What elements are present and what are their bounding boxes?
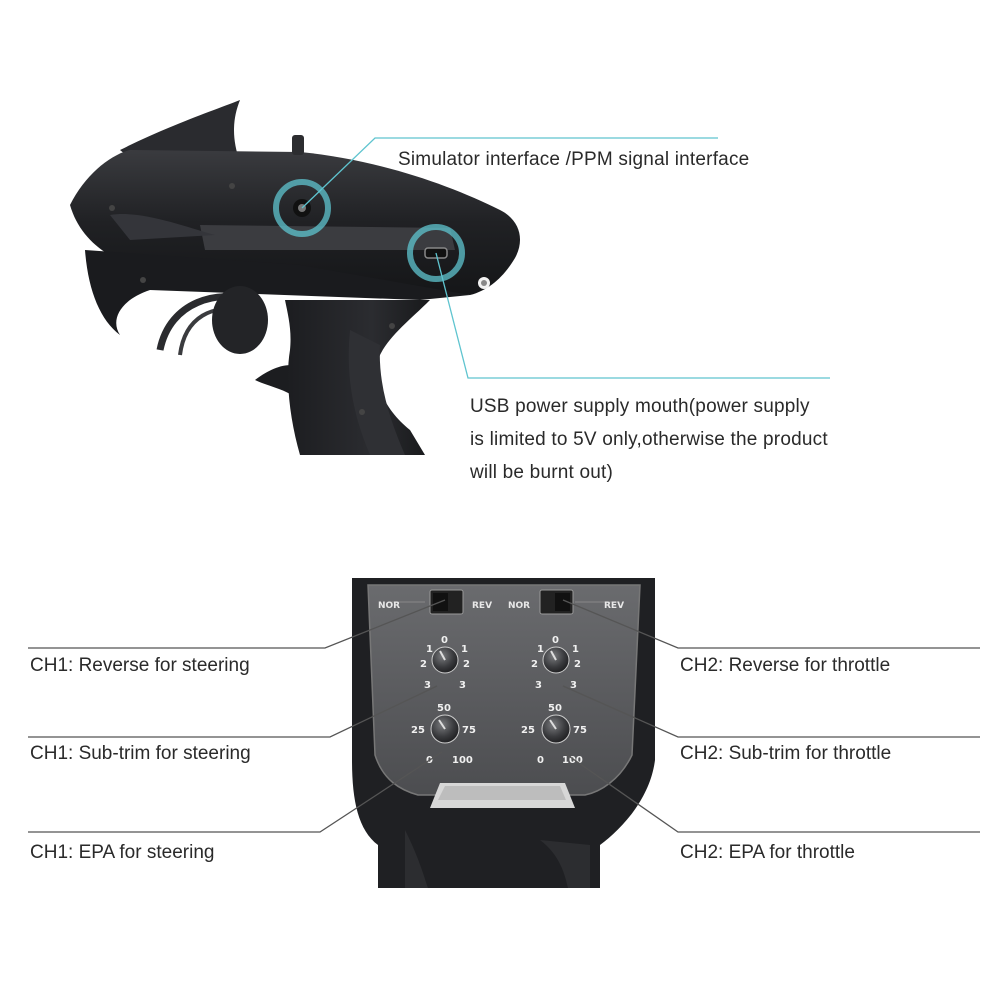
ch1-switch-rev-label: REV (472, 601, 492, 611)
ch2-subtrim-mark-3-right: 3 (570, 680, 577, 691)
ch2-subtrim-mark-2-right: 2 (574, 659, 581, 670)
transmitter-top-view (352, 578, 655, 888)
ppm-port-highlight-ring (273, 179, 331, 237)
transmitter-side-view (70, 100, 520, 455)
ch2-reverse-label: CH2: Reverse for throttle (680, 655, 890, 676)
ch2-epa-mark-50: 50 (548, 703, 562, 714)
usb-power-label-line-1: USB power supply mouth(power supply (470, 396, 810, 417)
ch1-epa-mark-75: 75 (462, 725, 476, 736)
ch2-epa-dial[interactable]: 50 25 75 0 100 (521, 703, 587, 766)
ch2-switch-rev-label: REV (604, 601, 624, 611)
ch2-subtrim-mark-3-left: 3 (535, 680, 542, 691)
ch2-epa-mark-75: 75 (573, 725, 587, 736)
ch1-subtrim-label: CH1: Sub-trim for steering (30, 743, 251, 764)
ch1-subtrim-dial[interactable]: 0 1 1 2 2 3 3 (420, 635, 470, 691)
ch1-subtrim-mark-0: 0 (441, 635, 448, 646)
ch2-epa-mark-100: 100 (562, 755, 583, 766)
usb-power-label-line-3: will be burnt out) (469, 462, 613, 483)
ch2-subtrim-label: CH2: Sub-trim for throttle (680, 743, 891, 764)
ch1-epa-mark-25: 25 (411, 725, 425, 736)
usb-port-highlight-ring (407, 224, 465, 282)
ch2-subtrim-mark-1-left: 1 (537, 644, 544, 655)
ch1-subtrim-mark-3-left: 3 (424, 680, 431, 691)
ch2-epa-label: CH2: EPA for throttle (680, 842, 855, 863)
top-leader-lines (301, 137, 830, 379)
ch1-switch-nor-label: NOR (378, 601, 400, 611)
ch1-epa-dial[interactable]: 50 25 75 0 100 (411, 703, 476, 766)
ch1-subtrim-mark-1-left: 1 (426, 644, 433, 655)
ch1-subtrim-mark-1-right: 1 (461, 644, 468, 655)
ch2-subtrim-mark-0: 0 (552, 635, 559, 646)
ch1-subtrim-mark-2-right: 2 (463, 659, 470, 670)
ch1-epa-mark-100: 100 (452, 755, 473, 766)
ch2-subtrim-mark-1-right: 1 (572, 644, 579, 655)
ch1-epa-label: CH1: EPA for steering (30, 842, 214, 863)
ch1-epa-mark-50: 50 (437, 703, 451, 714)
ch2-reverse-switch[interactable]: NOR REV (508, 589, 624, 615)
ch2-epa-mark-25: 25 (521, 725, 535, 736)
ch2-switch-nor-label: NOR (508, 601, 530, 611)
ch1-subtrim-mark-3-right: 3 (459, 680, 466, 691)
usb-power-label-line-2: is limited to 5V only,otherwise the prod… (470, 429, 828, 450)
simulator-interface-label: Simulator interface /PPM signal interfac… (398, 149, 749, 170)
ch2-subtrim-mark-2-left: 2 (531, 659, 538, 670)
bottom-leader-lines (28, 599, 980, 833)
ch1-subtrim-mark-2-left: 2 (420, 659, 427, 670)
ch2-subtrim-dial[interactable]: 0 1 1 2 2 3 3 (531, 635, 581, 691)
ch1-reverse-label: CH1: Reverse for steering (30, 655, 250, 676)
ch1-reverse-switch[interactable]: NOR REV (378, 589, 492, 615)
ch2-epa-mark-0: 0 (537, 755, 544, 766)
